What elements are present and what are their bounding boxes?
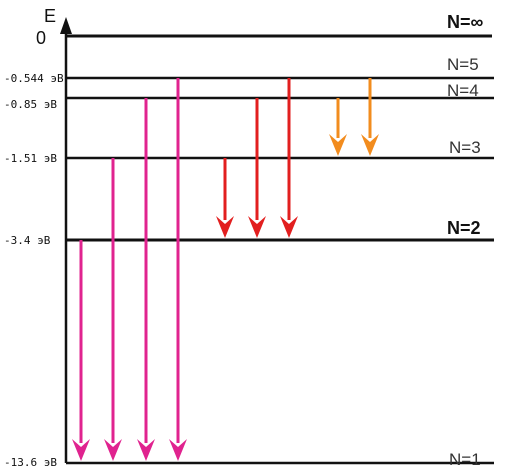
transition-arrow-balmer: [248, 98, 266, 238]
transition-arrow-paschen: [329, 98, 347, 156]
arrow-head-icon: [104, 439, 122, 461]
axis-arrowhead-icon: [60, 17, 72, 34]
transition-arrow-lyman: [104, 158, 122, 461]
energy-value-label: -0.85 эВ: [4, 98, 57, 111]
zero-label: 0: [36, 28, 46, 48]
arrow-head-icon: [280, 216, 298, 238]
level-name-label: N=4: [447, 81, 479, 100]
transition-arrow-lyman: [169, 78, 187, 461]
transition-arrow-balmer: [280, 78, 298, 238]
arrow-head-icon: [329, 134, 347, 156]
energy-value-label: -3.4 эВ: [4, 234, 51, 247]
energy-value-label: -13.6 эВ: [4, 456, 57, 469]
arrow-head-icon: [169, 439, 187, 461]
energy-value-label: -1.51 эВ: [4, 152, 57, 165]
level-name-label: N=1: [449, 450, 481, 469]
arrow-head-icon: [248, 216, 266, 238]
arrow-head-icon: [361, 134, 379, 156]
energy-value-label: -0.544 эВ: [4, 72, 64, 85]
arrow-head-icon: [216, 216, 234, 238]
transition-arrows: [72, 78, 379, 461]
transition-arrow-paschen: [361, 78, 379, 156]
level-name-label: N=3: [449, 138, 481, 157]
level-name-label: N=5: [447, 55, 479, 74]
transition-arrow-lyman: [137, 98, 155, 461]
transition-arrow-balmer: [216, 158, 234, 238]
axis-label: E: [44, 6, 56, 26]
level-name-label: N=∞: [447, 12, 484, 32]
level-name-label: N=2: [447, 218, 481, 238]
arrow-head-icon: [137, 439, 155, 461]
transition-arrow-lyman: [72, 240, 90, 461]
arrow-head-icon: [72, 439, 90, 461]
energy-axis: E 0: [36, 6, 72, 463]
energy-levels: N=∞ N=5 -0.544 эВ N=4 -0.85 эВ N=3 -1.51 эВ N=2…: [4, 12, 494, 469]
